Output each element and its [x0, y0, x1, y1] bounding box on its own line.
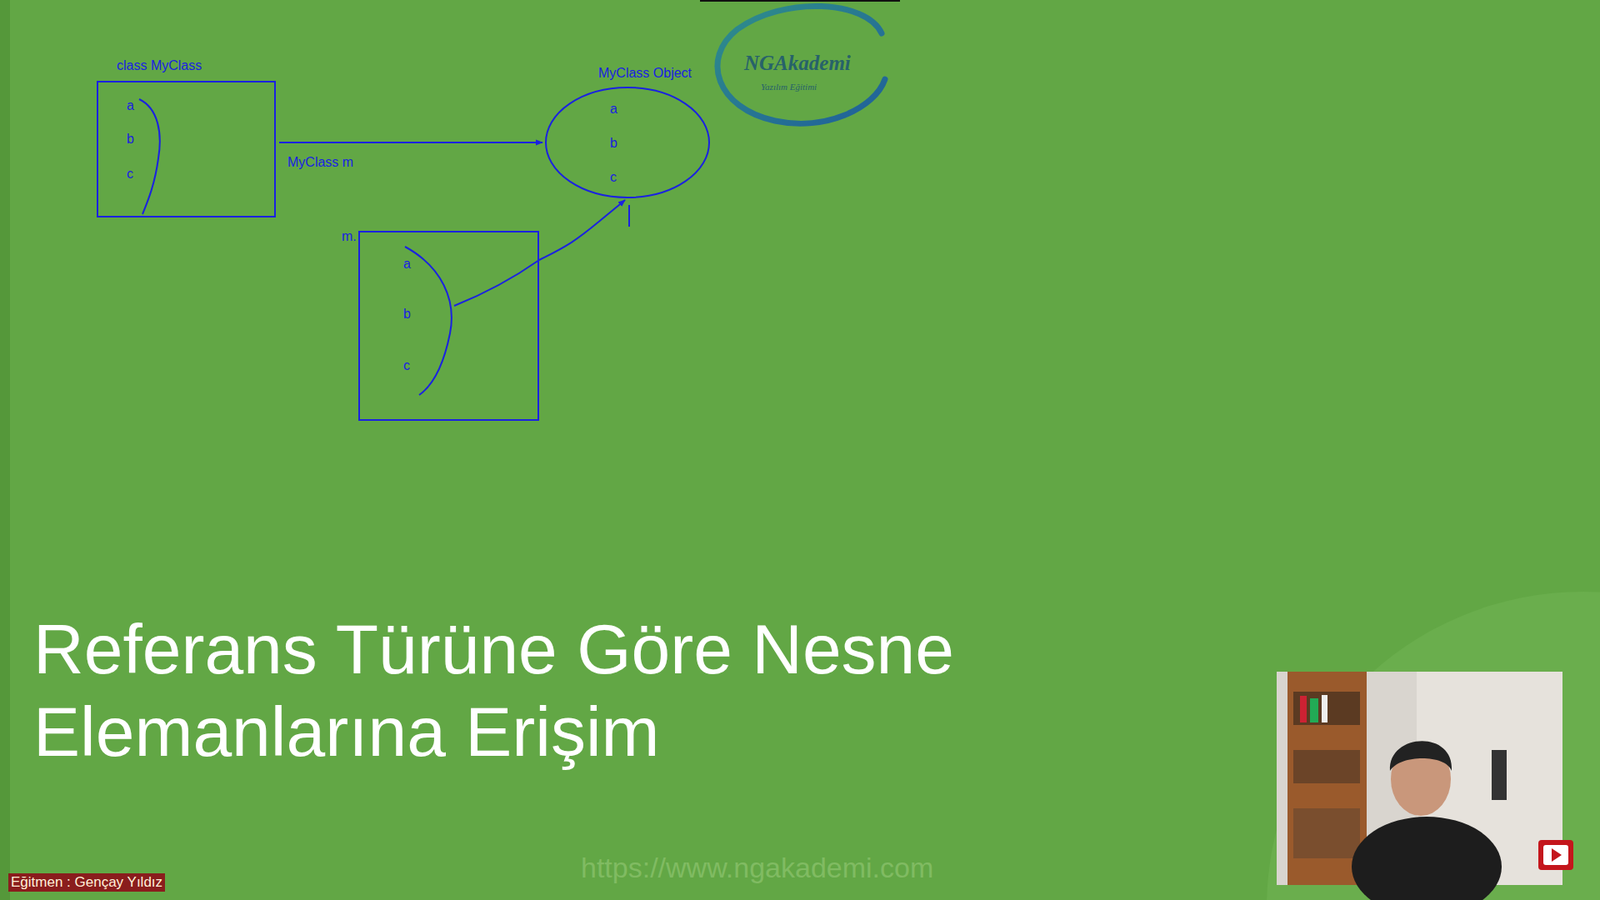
member-name: b: [610, 135, 618, 151]
member-bracket: [139, 99, 160, 215]
slide-title: Referans Türüne Göre Nesne Elemanlarına …: [33, 608, 1117, 774]
ellipse-outline: [545, 86, 710, 199]
watermark-url: https://www.ngakademi.com: [580, 851, 934, 885]
instructor-label: Eğitmen : Gençay Yıldız: [8, 873, 165, 892]
left-strip: [0, 0, 10, 900]
member-name: a: [126, 98, 135, 114]
member-name: c: [126, 166, 134, 182]
class-box: m.abc: [358, 230, 540, 421]
logo-text: NGAkademi: [744, 51, 851, 75]
member-name: b: [126, 131, 135, 147]
reference-arrow: [539, 200, 625, 260]
node-heading: MyClass Object: [598, 65, 692, 81]
ellipse-outline: [545, 87, 710, 198]
youtube-icon: [1538, 840, 1574, 870]
member-name: b: [403, 306, 411, 322]
member-name: c: [610, 170, 617, 185]
reference-line: [454, 260, 540, 306]
corner-arc: [1266, 591, 1600, 900]
member-name: c: [403, 358, 410, 374]
reference-arrow: [279, 141, 543, 144]
class-box: class MyClassabc: [96, 80, 276, 218]
member-bracket: [405, 246, 452, 395]
top-rule: [700, 0, 900, 2]
logo-subtitle: Yazılım Eğitimi: [760, 81, 817, 92]
webcam-frame: [1276, 671, 1563, 900]
member-name: a: [403, 256, 411, 272]
object-ellipse: MyClass Objectabc: [545, 86, 710, 199]
edge-label: MyClass m: [287, 155, 354, 170]
node-heading: m.: [341, 229, 357, 245]
pointer-stub: [628, 205, 630, 227]
member-name: a: [610, 101, 618, 117]
node-heading: class MyClass: [116, 58, 202, 74]
logo-swoosh: [717, 5, 885, 124]
